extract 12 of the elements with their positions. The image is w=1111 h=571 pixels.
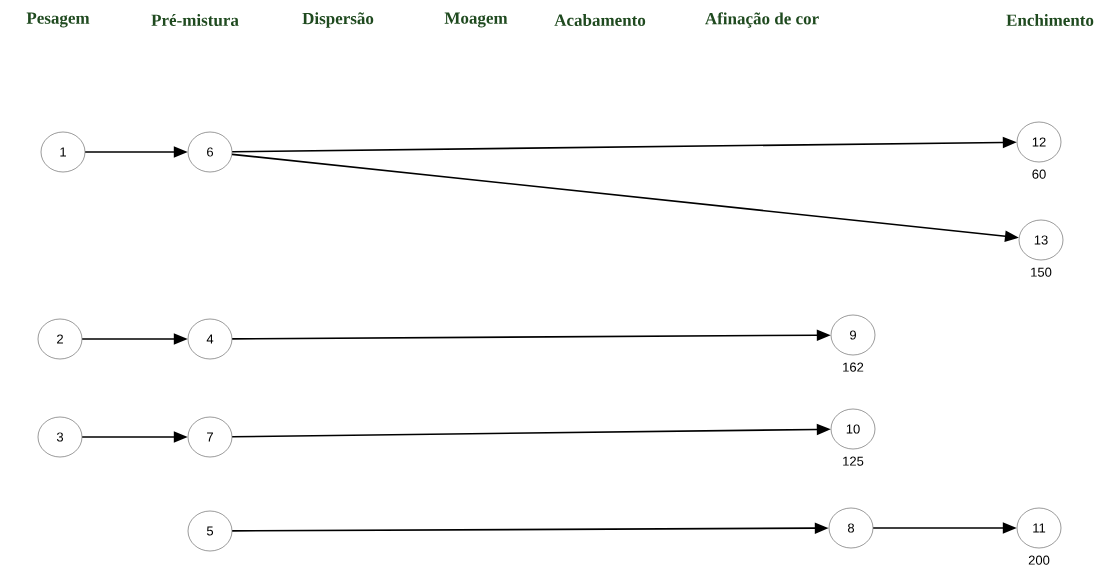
duration-label: 150 — [1031, 267, 1052, 277]
stage-heading: Acabamento — [554, 14, 646, 26]
stage-heading: Dispersão — [302, 12, 374, 28]
stage-heading: Enchimento — [1006, 14, 1094, 26]
duration-label: 125 — [843, 456, 864, 466]
duration-label: 162 — [843, 362, 864, 372]
stage-heading: Afinação de cor — [705, 12, 819, 28]
duration-label: 200 — [1028, 555, 1050, 565]
stage-heading: Pesagem — [26, 12, 90, 28]
stage-heading: Pré-mistura — [151, 14, 239, 26]
stage-heading: Moagem — [444, 12, 508, 28]
duration-label: 60 — [1032, 169, 1046, 179]
